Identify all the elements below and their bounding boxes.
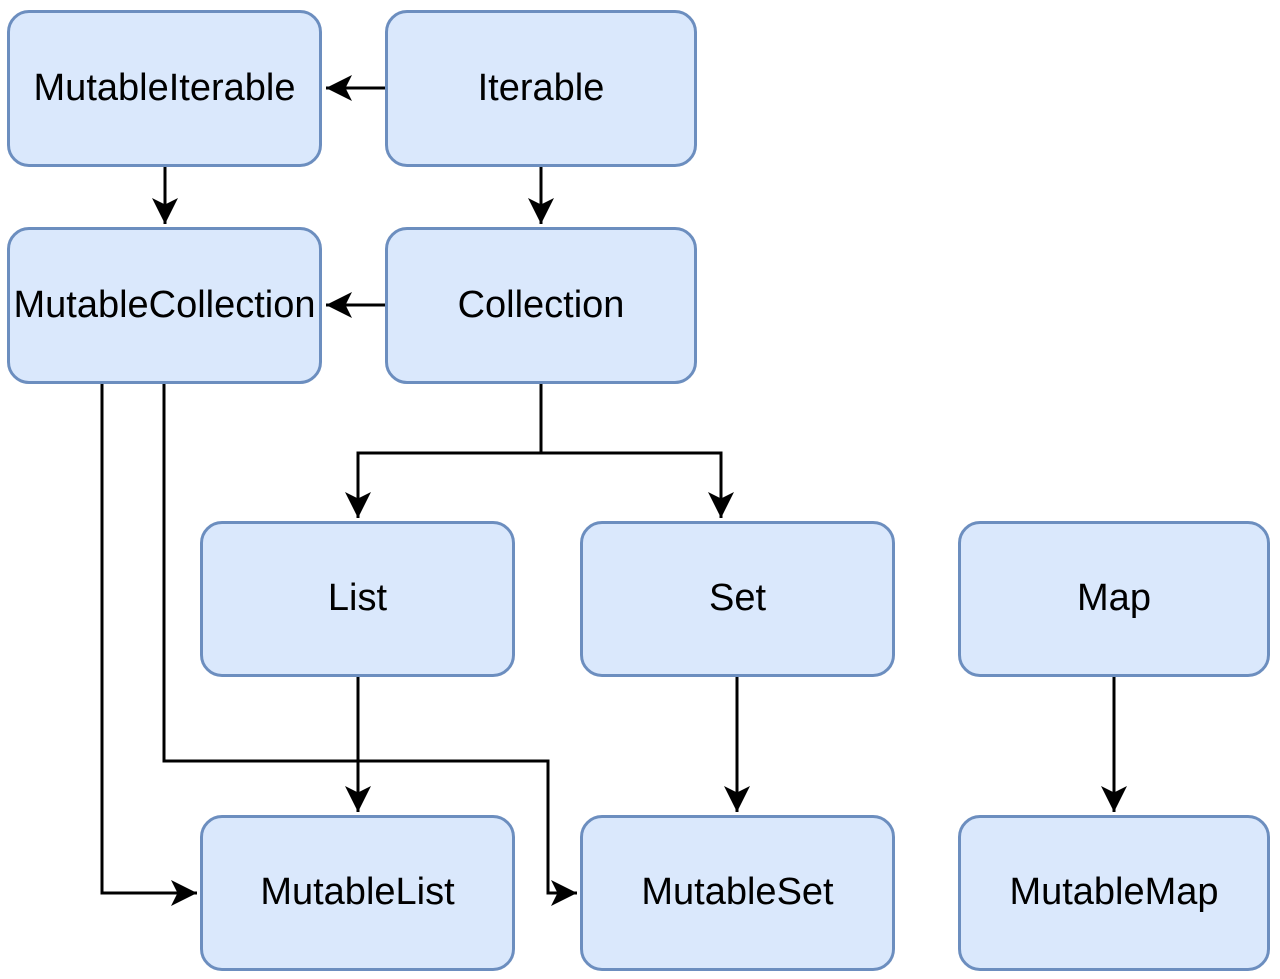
node-set: Set: [580, 521, 895, 677]
edge-collection-to-set: [541, 451, 734, 518]
node-collection: Collection: [385, 227, 697, 384]
node-label-mutable-collection: MutableCollection: [13, 283, 316, 326]
node-label-set: Set: [708, 577, 767, 620]
node-label-list: List: [327, 577, 388, 620]
edge-mutable-collection-to-mutable-list: [100, 384, 197, 906]
node-mutable-map: MutableMap: [958, 815, 1270, 971]
edge-mutable-collection-to-mutable-set: [162, 384, 577, 906]
node-label-mutable-list: MutableList: [260, 871, 455, 914]
node-list: List: [200, 521, 515, 677]
node-map: Map: [958, 521, 1270, 677]
node-label-mutable-set: MutableSet: [641, 871, 834, 914]
node-label-map: Map: [1077, 577, 1151, 620]
node-mutable-collection: MutableCollection: [7, 227, 322, 384]
node-label-mutable-iterable: MutableIterable: [33, 66, 296, 109]
edge-collection-to-list: [345, 384, 543, 518]
node-mutable-set: MutableSet: [580, 815, 895, 971]
node-label-collection: Collection: [457, 283, 625, 326]
node-mutable-list: MutableList: [200, 815, 515, 971]
node-mutable-iterable: MutableIterable: [7, 10, 322, 167]
node-label-mutable-map: MutableMap: [1009, 871, 1219, 914]
node-label-iterable: Iterable: [477, 66, 605, 109]
node-iterable: Iterable: [385, 10, 697, 167]
